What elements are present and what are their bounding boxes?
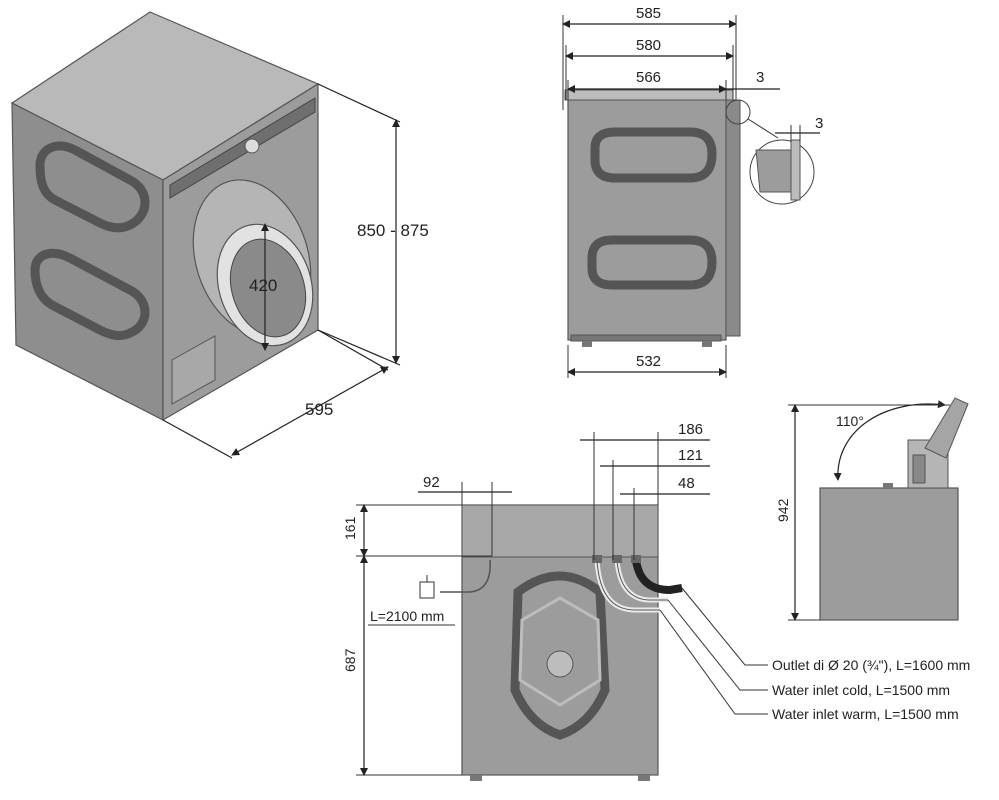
power-plug [419, 581, 435, 599]
cable-length-label: L=2100 mm [370, 608, 444, 624]
dim-48-label: 48 [678, 475, 695, 492]
dim-585-label: 585 [636, 5, 661, 22]
dim-121-label: 121 [678, 447, 703, 464]
filter-cover [171, 335, 216, 405]
dim-161-label: 161 [342, 516, 358, 540]
side-view: 585 580 566 3 3 532 [562, 5, 823, 378]
rear-top-strip [461, 504, 659, 558]
control-panel [169, 97, 316, 199]
outlet-hose [632, 559, 683, 595]
dim-186-label: 186 [678, 421, 703, 438]
side-back-panel [725, 99, 741, 337]
inlet-warm-label: Water inlet warm, L=1500 mm [772, 706, 959, 722]
drum-center [546, 650, 574, 678]
dim-566-label: 566 [636, 69, 661, 86]
angle-label: 110° [836, 413, 864, 429]
lid-height-label: 942 [775, 498, 791, 522]
outlet-label: Outlet di Ø 20 (¾"), L=1600 mm [772, 657, 970, 673]
width-dimension-line [231, 366, 389, 456]
rear-view: 186 121 48 92 161 687 L=2100 mm Outlet d… [342, 421, 970, 781]
detail-circle-marker [725, 99, 751, 125]
lid-cabinet [819, 487, 959, 621]
dim-3-top-label: 3 [756, 69, 764, 86]
dim-687-label: 687 [342, 648, 358, 672]
isometric-view: 850 - 875 595 420 [10, 11, 429, 459]
side-handle-top [35, 141, 150, 233]
lid-view: 110° 942 [775, 397, 969, 621]
drum-outline [510, 571, 610, 740]
side-top-plate [564, 89, 734, 101]
open-lid [924, 397, 969, 459]
side-handle-bottom [30, 248, 150, 341]
inlet-cold-label: Water inlet cold, L=1500 mm [772, 682, 950, 698]
dim-532-label: 532 [636, 353, 661, 370]
dim-3-detail-label: 3 [815, 115, 823, 132]
dim-580-label: 580 [636, 37, 661, 54]
power-cable [440, 559, 491, 593]
width-dimension-label: 595 [305, 400, 333, 419]
control-knob [244, 138, 260, 154]
height-dimension-label: 850 - 875 [357, 221, 429, 240]
door-dimension-label: 420 [249, 276, 277, 295]
dim-92-label: 92 [423, 474, 440, 491]
opening-angle-arc [833, 400, 946, 481]
